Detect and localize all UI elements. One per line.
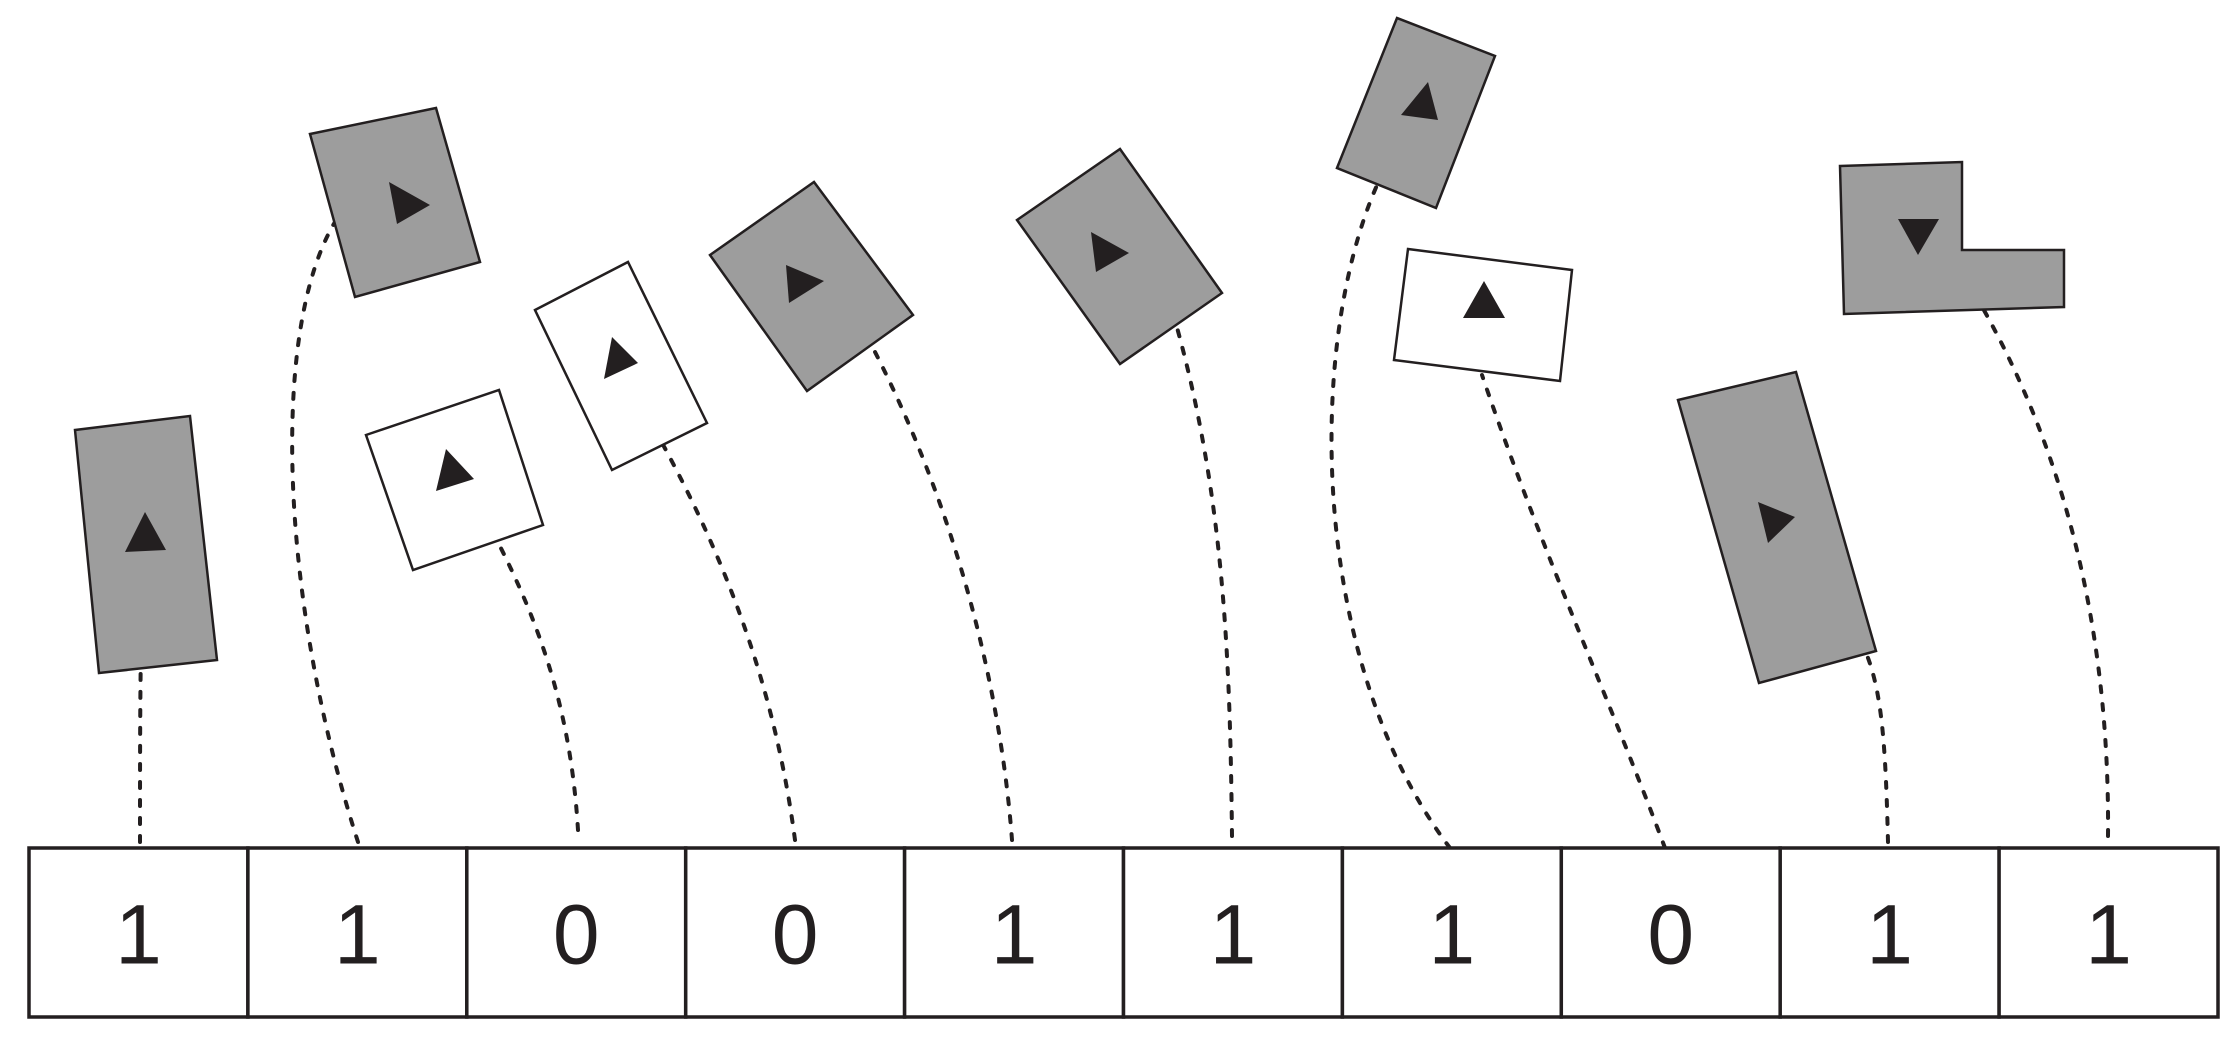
strip-cell-box [1121, 846, 1345, 1019]
strip-cell-box [1997, 846, 2220, 1019]
block-4-arrow-icon [604, 337, 638, 379]
strip-cell-value: 1 [115, 888, 162, 982]
strip-cell-value: 0 [772, 888, 819, 982]
block-9 [1676, 370, 1878, 685]
strip-cell-box [465, 846, 688, 1019]
strip-cell-box [902, 846, 1126, 1019]
binary-strip: 1 1 0 0 1 1 1 0 1 1 [27, 846, 2220, 1019]
block-7 [1335, 16, 1497, 210]
path-1 [138, 518, 147, 844]
strip-cell-5: 1 [902, 846, 1126, 1019]
strip-cell-value: 0 [553, 888, 600, 982]
strip-cell-value: 1 [991, 888, 1038, 982]
block-3-arrow-icon [436, 449, 474, 491]
strip-cell-box [27, 846, 250, 1019]
strip-cell-4: 0 [683, 846, 907, 1019]
block-2 [308, 106, 482, 299]
block-8 [1392, 247, 1574, 383]
block-5 [708, 180, 915, 393]
strip-cell-box [1340, 846, 1564, 1019]
block-5-arrow-icon [786, 265, 824, 303]
strip-cell-6: 1 [1121, 846, 1345, 1019]
strip-cell-8: 0 [1559, 846, 1782, 1019]
blocks [73, 16, 2066, 685]
strip-cell-10: 1 [1997, 846, 2220, 1019]
strip-cell-box [683, 846, 907, 1019]
path-4 [613, 360, 797, 842]
strip-cell-value: 0 [1647, 888, 1694, 982]
strip-cell-7: 1 [1340, 846, 1564, 1019]
block-1-arrow-icon [125, 512, 166, 552]
strip-cell-value: 1 [2085, 888, 2132, 982]
strip-cell-value: 1 [1428, 888, 1475, 982]
block-7-arrow-icon [1401, 82, 1438, 120]
block-2-arrow-icon [389, 182, 430, 224]
strip-cell-9: 1 [1778, 846, 2001, 1019]
block-1 [73, 414, 219, 675]
path-9 [1850, 623, 1890, 844]
path-7 [1329, 148, 1452, 850]
strip-cell-value: 1 [1866, 888, 1913, 982]
path-5 [846, 300, 1014, 842]
block-3 [364, 388, 545, 572]
strip-cell-2: 1 [246, 846, 469, 1019]
path-2 [290, 220, 360, 844]
block-10-body [1838, 160, 2066, 316]
block-9-arrow-icon [1758, 502, 1795, 543]
block-4 [533, 260, 709, 472]
block-10 [1838, 160, 2066, 316]
path-8 [1480, 373, 1667, 850]
path-10 [1960, 271, 2111, 838]
block-6-arrow-icon [1091, 232, 1129, 272]
strip-cell-1: 1 [27, 846, 250, 1019]
path-6 [1164, 288, 1234, 838]
block-8-arrow-icon [1463, 281, 1505, 318]
strip-cell-box [1559, 846, 1782, 1019]
strip-cell-value: 1 [1210, 888, 1257, 982]
strip-cell-value: 1 [334, 888, 381, 982]
strip-cell-3: 0 [465, 846, 688, 1019]
strip-cell-box [1778, 846, 2001, 1019]
block-10-arrow-icon [1898, 219, 1939, 255]
block-6 [1015, 147, 1224, 366]
